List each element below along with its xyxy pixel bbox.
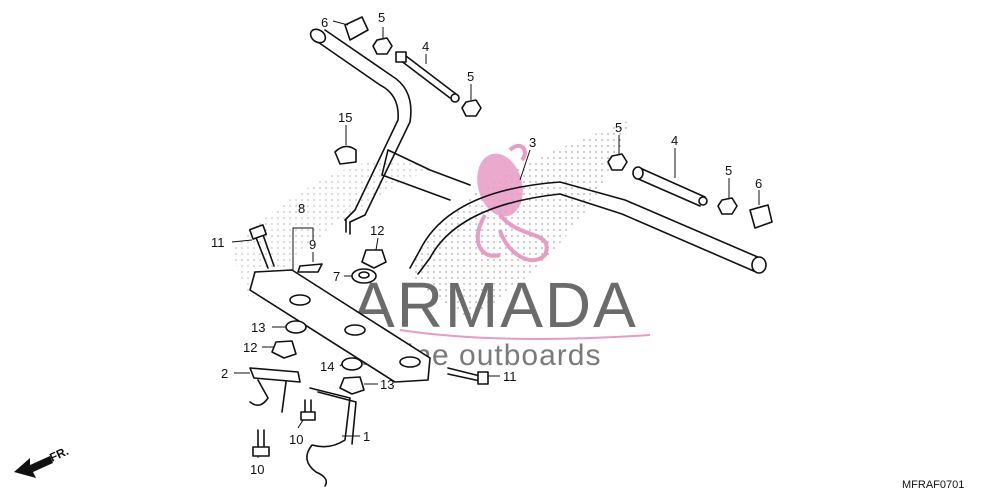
leader-lines — [231, 20, 760, 458]
cable-guide-part-1 — [306, 387, 357, 487]
handlebar-part-3 — [309, 28, 767, 275]
nut-part-5-b — [461, 99, 482, 117]
nut-part-12 — [361, 249, 387, 269]
holder-part-8 — [249, 263, 431, 383]
callout-4b: 4 — [671, 133, 678, 148]
bolt-part-11-left — [248, 224, 275, 269]
callout-5d: 5 — [725, 163, 732, 178]
bracket-part-2 — [249, 367, 301, 413]
callout-13b: 13 — [380, 377, 394, 392]
callout-3: 3 — [529, 135, 536, 150]
callout-6b: 6 — [755, 176, 762, 191]
callout-10b: 10 — [289, 432, 303, 447]
front-direction-label: FR. — [47, 444, 70, 465]
washer-part-14-right — [341, 357, 363, 371]
callout-7: 7 — [333, 269, 340, 284]
callout-1: 1 — [363, 429, 370, 444]
callout-9: 9 — [309, 237, 316, 252]
front-direction-arrow-icon: FR. — [14, 444, 71, 478]
callout-13a: 12 — [243, 340, 257, 355]
callout-14b: 14 — [320, 359, 334, 374]
bolt-part-10-left — [252, 429, 270, 457]
callout-5a: 5 — [378, 10, 385, 25]
callout-12: 12 — [370, 223, 384, 238]
end-cap-part-6-b — [749, 204, 773, 229]
callout-5c: 5 — [615, 120, 622, 135]
clip-part-15 — [334, 145, 357, 165]
nut-part-5-a — [372, 37, 393, 55]
callout-8: 8 — [298, 201, 305, 216]
nut-part-5-c — [607, 153, 628, 171]
washer-part-7 — [351, 268, 377, 284]
weight-part-4-right — [632, 166, 708, 207]
bolt-part-11-right — [447, 367, 489, 385]
nut-part-13-right — [339, 376, 365, 395]
callout-2: 2 — [221, 366, 228, 381]
diagram-code: MFRAF0701 — [902, 479, 964, 491]
washer-part-14-left — [285, 320, 307, 334]
callout-5b: 5 — [467, 69, 474, 84]
end-cap-part-6-a — [344, 16, 369, 41]
nut-part-13-left — [271, 340, 297, 359]
callout-15: 15 — [338, 110, 352, 125]
callout-11a: 11 — [211, 235, 225, 250]
callout-11b: 11 — [503, 369, 517, 384]
nut-part-5-d — [717, 197, 738, 215]
watermark-title: ARMADA — [352, 269, 638, 341]
callout-6a: 6 — [321, 15, 328, 30]
callout-4a: 4 — [422, 39, 429, 54]
callout-14a: 13 — [251, 320, 265, 335]
weight-part-4-upper — [395, 51, 460, 103]
bolt-part-10-right — [300, 399, 316, 421]
callout-10a: 10 — [250, 462, 264, 477]
callout-labels: 6 5 4 5 3 5 4 5 6 15 12 7 8 9 11 13 12 2… — [211, 10, 762, 477]
